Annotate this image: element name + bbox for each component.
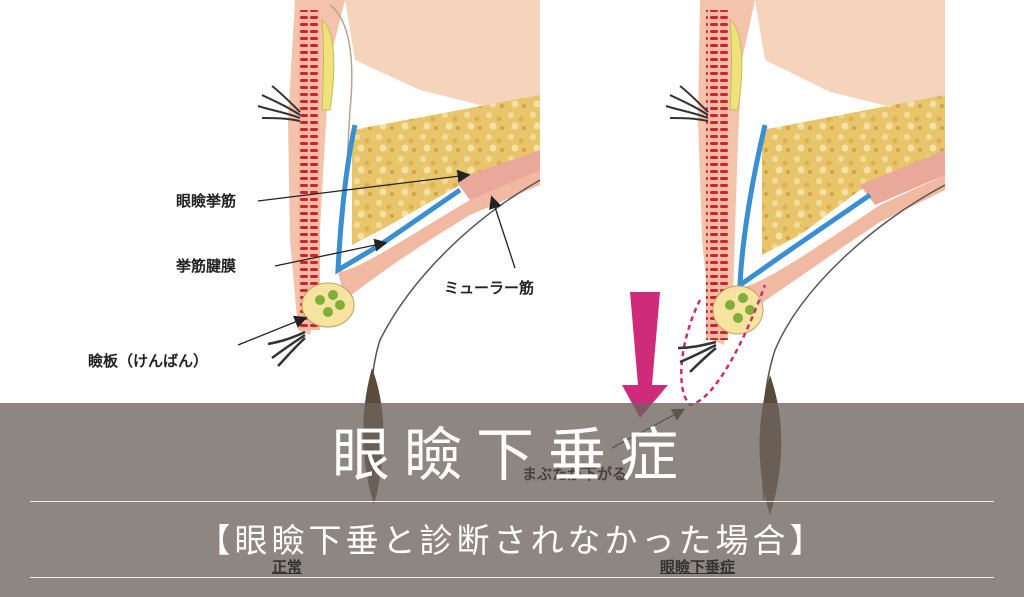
tarsal-gland (315, 295, 325, 305)
tarsal-gland (335, 300, 345, 310)
orbicularis-muscle (298, 10, 320, 330)
label-muller-muscle: ミューラー筋 (444, 279, 535, 297)
caption-ptosis: 眼瞼下垂症 (660, 558, 736, 576)
lower-eyelashes (267, 330, 306, 367)
brow-skin (755, 0, 945, 120)
banner-title: 眼瞼下垂症 (331, 421, 692, 489)
pointer-tarsus (237, 315, 308, 346)
tarsal-gland (733, 313, 743, 323)
pointer-muller (489, 195, 516, 269)
brow-bone-yellow (321, 18, 335, 111)
brow-skin (345, 0, 540, 120)
label-eyelid-droops: まぶたが下がる (522, 465, 628, 483)
aponeurosis-line (737, 124, 872, 290)
muller-muscle-band (860, 150, 945, 205)
label-tarsus: 瞼板（けんばん） (88, 352, 209, 370)
orbital-fat (352, 95, 540, 245)
tarsal-gland (323, 307, 333, 317)
tarsal-gland (738, 293, 748, 303)
banner-rule-top (30, 501, 994, 502)
muller-muscle-band (455, 150, 540, 200)
caption-normal: 正常 (272, 558, 303, 576)
tarsal-plate (712, 285, 764, 335)
tarsal-gland (745, 305, 755, 315)
title-banner (0, 403, 1024, 597)
brow-bone-yellow (729, 18, 743, 111)
aponeurosis-line (335, 124, 462, 275)
upper-eyelashes (665, 85, 709, 122)
pointer-aponeurosis (274, 238, 388, 267)
lower-eyelashes (677, 340, 717, 373)
label-levator-muscle: 眼瞼挙筋 (176, 192, 237, 210)
inner-skin-curve (329, 4, 353, 261)
pointer-levator (257, 169, 471, 202)
upper-eyelashes (257, 85, 301, 122)
label-levator-aponeurosis: 挙筋腱膜 (176, 257, 237, 275)
ptosis-eyelid (622, 0, 946, 515)
orbital-fat (762, 95, 945, 255)
tarsal-gland (328, 290, 338, 300)
droop-arrow (622, 292, 668, 418)
tarsal-gland (725, 300, 735, 310)
tarsal-plate (301, 282, 355, 328)
banner-subtitle: 【眼瞼下垂と診断されなかった場合】 (197, 521, 827, 560)
orbicularis-muscle (706, 10, 728, 340)
banner-rule-bottom (30, 577, 994, 578)
conjunctiva (742, 175, 945, 312)
